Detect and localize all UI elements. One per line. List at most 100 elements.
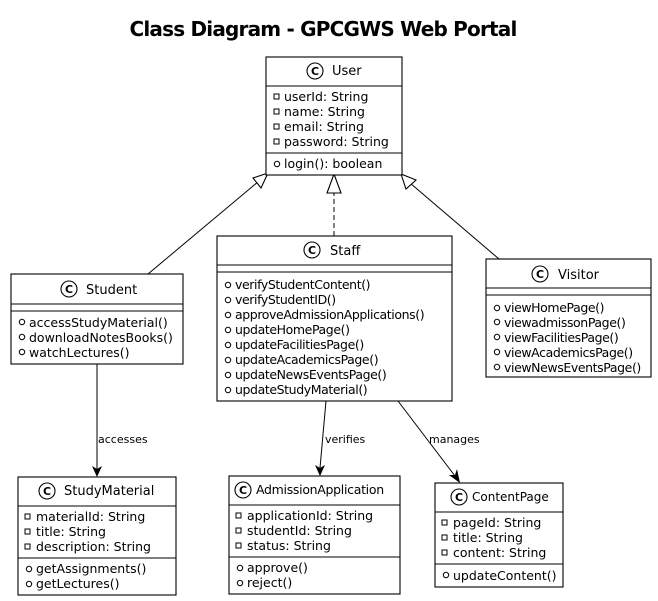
class-badge-icon: [303, 241, 321, 259]
method: getAssignments(): [36, 561, 146, 576]
edge-label-manages: manages: [429, 433, 480, 446]
class-badge-icon: [450, 488, 468, 506]
attribute: userId: String: [284, 89, 368, 104]
attribute: materialId: String: [36, 509, 145, 524]
public-marker-icon: [224, 386, 232, 394]
public-marker-icon: [224, 311, 232, 319]
inheritance-arrow-visitor: [400, 173, 418, 190]
attribute: description: String: [36, 539, 151, 554]
inheritance-arrow-staff: [326, 172, 342, 194]
public-marker-icon: [224, 356, 232, 364]
private-marker-icon: [273, 108, 280, 115]
public-marker-icon: [493, 348, 501, 356]
class-visitor[interactable]: C Visitor viewHomePage() viewadmissonPag…: [485, 258, 652, 378]
public-marker-icon: [25, 580, 33, 588]
public-marker-icon: [224, 326, 232, 334]
class-name: AdmissionApplication: [256, 482, 384, 497]
private-marker-icon: [441, 549, 448, 556]
class-badge-icon: [531, 265, 549, 283]
arrowhead-manages: [449, 469, 460, 483]
public-marker-icon: [493, 304, 501, 312]
class-user[interactable]: C User userId: String name: String email…: [265, 56, 403, 176]
class-badge-letter: C: [536, 268, 544, 281]
private-marker-icon: [273, 138, 280, 145]
class-badge-letter: C: [239, 484, 247, 497]
private-marker-icon: [235, 527, 242, 534]
method: updateStudyMaterial(): [235, 382, 367, 397]
method: viewadmissonPage(): [504, 315, 625, 330]
method: reject(): [247, 575, 292, 590]
public-marker-icon: [18, 333, 26, 341]
edge-manages: [397, 400, 456, 477]
edge-label-accesses: accesses: [98, 433, 148, 446]
class-name: Staff: [330, 244, 361, 259]
method: verifyStudentContent(): [235, 277, 370, 292]
attribute: password: String: [284, 134, 389, 149]
class-badge-letter: C: [308, 244, 316, 257]
attribute: title: String: [36, 524, 106, 539]
method: updateHomePage(): [235, 322, 350, 337]
method: updateAcademicsPage(): [235, 352, 378, 367]
public-marker-icon: [236, 564, 244, 572]
method: verifyStudentID(): [235, 292, 336, 307]
class-content-page[interactable]: C ContentPage pageId: String title: Stri…: [434, 482, 564, 588]
class-badge-letter: C: [43, 485, 51, 498]
class-badge-letter: C: [455, 491, 463, 504]
arrowhead-verifies: [315, 465, 325, 476]
class-student[interactable]: C Student accessStudyMaterial() download…: [10, 273, 184, 365]
attribute: content: String: [453, 545, 546, 560]
method: accessStudyMaterial(): [29, 315, 168, 330]
class-name: Visitor: [558, 268, 600, 283]
edges: accesses verifies manages: [92, 172, 500, 483]
class-badge-letter: C: [311, 65, 319, 78]
public-marker-icon: [224, 281, 232, 289]
attribute: pageId: String: [453, 515, 541, 530]
edge-student-user: [147, 180, 260, 275]
public-marker-icon: [18, 318, 26, 326]
edge-verifies: [319, 400, 327, 469]
private-marker-icon: [273, 123, 280, 130]
method: approveAdmissionApplications(): [235, 307, 424, 322]
attribute: status: String: [247, 538, 331, 553]
arrowhead-accesses: [92, 466, 102, 477]
class-name: ContentPage: [472, 490, 549, 504]
class-staff[interactable]: C Staff verifyStudentContent() verifyStu…: [216, 235, 453, 402]
inheritance-arrow-student: [252, 172, 270, 190]
private-marker-icon: [24, 513, 31, 520]
public-marker-icon: [493, 333, 501, 341]
private-marker-icon: [441, 534, 448, 541]
edge-visitor-user: [409, 182, 500, 260]
class-name: StudyMaterial: [64, 484, 154, 499]
method: login(): boolean: [284, 156, 382, 171]
public-marker-icon: [442, 571, 450, 579]
method: updateFacilitiesPage(): [235, 337, 364, 352]
method: viewNewsEventsPage(): [504, 360, 641, 375]
class-badge-icon: [38, 482, 56, 500]
public-marker-icon: [273, 160, 281, 168]
private-marker-icon: [235, 542, 242, 549]
class-study-material[interactable]: C StudyMaterial materialId: String title…: [17, 476, 177, 596]
method: downloadNotesBooks(): [29, 330, 173, 345]
class-admission-application[interactable]: C AdmissionApplication applicationId: St…: [228, 475, 401, 595]
class-badge-icon: [234, 481, 252, 499]
class-badge-icon: [60, 280, 78, 298]
method: updateContent(): [453, 568, 557, 583]
attribute: studentId: String: [247, 523, 352, 538]
public-marker-icon: [224, 296, 232, 304]
attribute: email: String: [284, 119, 364, 134]
edge-label-verifies: verifies: [325, 433, 366, 446]
method: viewFacilitiesPage(): [504, 330, 618, 345]
method: approve(): [247, 560, 308, 575]
method: getLectures(): [36, 576, 119, 591]
public-marker-icon: [18, 348, 26, 356]
attribute: applicationId: String: [247, 508, 373, 523]
class-name: User: [332, 64, 362, 79]
public-marker-icon: [236, 579, 244, 587]
method: updateNewsEventsPage(): [235, 367, 386, 382]
method: viewAcademicsPage(): [504, 345, 633, 360]
method: viewHomePage(): [504, 300, 604, 315]
public-marker-icon: [224, 341, 232, 349]
attribute: title: String: [453, 530, 523, 545]
public-marker-icon: [493, 318, 501, 326]
